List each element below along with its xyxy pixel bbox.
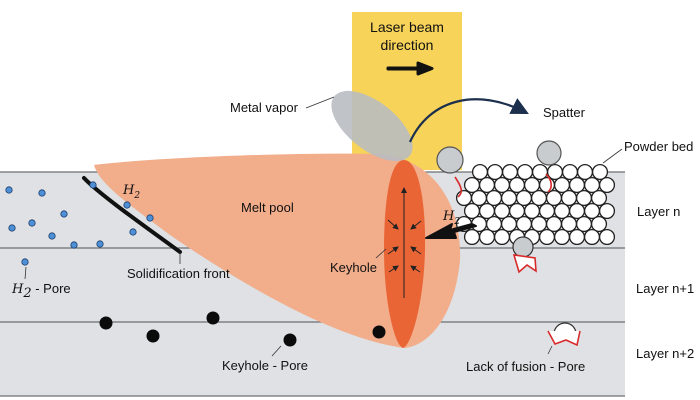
laser-beam-label-line2: direction	[381, 37, 434, 53]
layer-band-n2	[0, 322, 625, 396]
keyhole-label: Keyhole	[330, 260, 377, 275]
hydrogen-pore-leader	[24, 266, 27, 280]
keyhole-pore	[146, 329, 160, 343]
keyhole	[384, 160, 426, 348]
keyhole-pressure-arrow	[387, 246, 399, 255]
solidification-front-label: Solidification front	[127, 266, 230, 281]
powder-particle	[568, 228, 586, 246]
hydrogen-pore	[8, 224, 16, 232]
keyhole-pressure-arrow	[410, 220, 422, 230]
layer-n2-label: Layer n+2	[636, 346, 694, 361]
hydrogen-pore	[146, 214, 154, 222]
keyhole-pressure-arrow	[388, 265, 399, 273]
spatter-defect-mark	[545, 173, 552, 193]
powder-particle	[590, 189, 608, 207]
hydrogen-pore	[70, 241, 78, 249]
powder-particle	[455, 189, 473, 207]
powder-particle	[463, 228, 481, 246]
keyhole-pore	[99, 316, 113, 330]
keyhole-pore	[206, 311, 220, 325]
hydrogen-pore-label: H2 - Pore	[11, 281, 71, 301]
hydrogen-inflow-arrow	[425, 223, 477, 239]
hydrogen-pore	[48, 232, 56, 240]
powder-particle	[598, 228, 616, 246]
powder-particle	[598, 202, 616, 220]
hydrogen-keyhole-label: H2	[442, 209, 460, 227]
lack-of-fusion-pore-label: Lack of fusion - Pore	[466, 359, 585, 374]
metal-vapor-leader	[305, 96, 335, 109]
keyhole-pore	[372, 325, 386, 339]
powder-bed-label: Powder bed	[624, 139, 693, 154]
powder-particle	[493, 228, 511, 246]
layer-n-label: Layer n	[637, 204, 680, 219]
keyhole-pressure-arrow	[410, 265, 421, 273]
melt-pool-label: Melt pool	[241, 200, 294, 215]
powder-particle	[583, 228, 601, 246]
lack-of-fusion-pore-upper	[512, 236, 537, 274]
keyhole-pressure-arrow	[410, 246, 422, 255]
hydrogen-pore	[129, 228, 137, 236]
lack-of-fusion-leader	[547, 345, 553, 355]
lack-of-fusion-pore-lower	[547, 322, 581, 347]
powder-particle	[591, 163, 609, 181]
spatter-trajectory-arrow	[408, 98, 529, 143]
spatter-particle	[436, 146, 464, 174]
powder-particle	[538, 228, 556, 246]
spatter-defect-mark	[454, 176, 463, 198]
metal-vapor-plume	[331, 90, 413, 162]
keyhole-pressure-arrow	[387, 219, 399, 230]
hydrogen-pore	[123, 201, 131, 209]
powder-particle	[553, 228, 571, 246]
melt-pool	[94, 153, 461, 348]
hydrogen-pore	[38, 189, 46, 197]
hydrogen-pore	[21, 258, 29, 266]
hydrogen-pore	[60, 210, 68, 218]
keyhole-pore-label: Keyhole - Pore	[222, 358, 308, 373]
hydrogen-pore	[28, 219, 36, 227]
beam-direction-arrow	[386, 61, 434, 76]
spatter-label: Spatter	[543, 105, 586, 120]
laser-beam-label-line1: Laser beam	[370, 19, 444, 35]
keyhole-leader	[375, 248, 387, 259]
hydrogen-pores	[5, 181, 154, 266]
hydrogen-pore	[5, 186, 13, 194]
spatter-particle	[536, 140, 562, 166]
layer-n1-label: Layer n+1	[636, 281, 694, 296]
keyhole-pore	[283, 333, 297, 347]
hydrogen-pore	[96, 240, 104, 248]
powder-particle	[478, 228, 496, 246]
powder-bed-leader	[602, 148, 623, 164]
keyhole-pore-leader	[271, 345, 282, 357]
powder-particle	[590, 215, 608, 233]
hydrogen-pool-label: H2	[122, 183, 140, 201]
powder-particle	[598, 176, 616, 194]
metal-vapor-label: Metal vapor	[230, 100, 299, 115]
hydrogen-pore	[89, 181, 97, 189]
